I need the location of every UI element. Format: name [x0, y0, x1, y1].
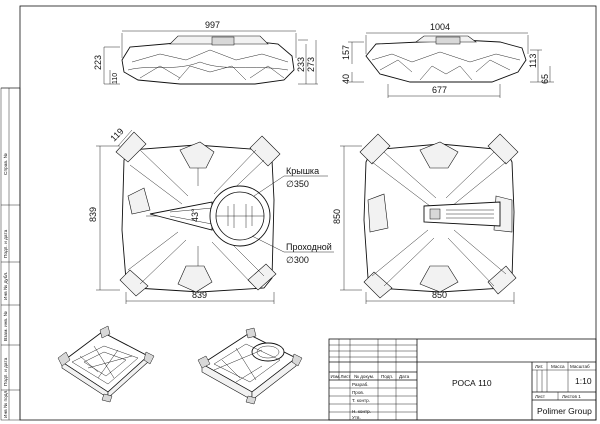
- tb-row-nkontr: Н. контр.: [352, 409, 371, 414]
- tb-row-tkontr: Т. контр.: [352, 398, 370, 403]
- product-name: РОСА 110: [452, 378, 492, 388]
- stamp-inv-dubl: Инв № дубл.: [3, 272, 9, 300]
- bottom-view: 850 850: [332, 133, 519, 304]
- dim-front-height-left: 223: [93, 55, 103, 70]
- tb-row-utv: Утв.: [352, 415, 361, 420]
- dim-top-height: 839: [88, 207, 98, 222]
- tb-hdr-massa: Масса: [551, 364, 565, 369]
- manhole-diameter: ∅300: [286, 255, 309, 265]
- tb-hdr-lit: Лит.: [535, 364, 544, 369]
- isometric-view-2: [197, 327, 303, 405]
- stamp-podp-data-1: Подп. и дата: [3, 229, 9, 258]
- side-stamp: Справ. № Подп. и дата Инв № дубл. Взам. …: [0, 87, 21, 421]
- tb-col-podp: Подп.: [381, 374, 393, 379]
- dim-bottom-height: 850: [332, 209, 342, 224]
- tb-col-list: Лист: [341, 374, 352, 379]
- stamp-inv-podl: Инв № подл.: [3, 389, 9, 418]
- lid-diameter: ∅350: [286, 179, 309, 189]
- tb-col-izm: Изм.: [331, 374, 341, 379]
- dim-front-height-right1: 233: [296, 57, 306, 72]
- dim-bottom-width: 850: [432, 290, 447, 300]
- dim-top-side: 119: [108, 126, 125, 143]
- dim-side-height-right2: 65: [540, 74, 550, 84]
- isometric-view-1: [57, 325, 155, 403]
- title-block: Изм. Лист № докум. Подп. Дата Разраб. Пр…: [328, 338, 597, 421]
- manhole-label: Проходной: [286, 242, 332, 252]
- tb-sheets-label: Листов 1: [562, 394, 581, 399]
- top-view: 43° 839 839 119 Крышка ∅350 Проходной ∅3…: [88, 126, 334, 304]
- angle-label: 43°: [190, 208, 200, 222]
- tb-col-doc: № докум.: [354, 374, 374, 379]
- lid-label: Крышка: [286, 166, 319, 176]
- dim-front-base-left: 110: [112, 73, 119, 84]
- dim-side-inner-width: 677: [432, 85, 447, 95]
- tb-row-razrab: Разраб.: [352, 382, 369, 387]
- stamp-vzam-inv: Взам. инв. №: [3, 311, 9, 341]
- side-view: 1004 157 40 113 65 677: [341, 22, 554, 98]
- dim-side-width: 1004: [430, 22, 450, 32]
- dim-side-height-left: 157: [341, 45, 351, 60]
- tb-row-prov: Пров.: [352, 390, 364, 395]
- dim-front-width: 997: [205, 20, 220, 30]
- tb-hdr-masshtab: Масштаб: [570, 364, 590, 369]
- dim-side-height-right1: 113: [528, 54, 538, 68]
- stamp-sprav: Справ. №: [3, 153, 9, 175]
- dim-top-width: 839: [192, 290, 207, 300]
- tb-col-data: Дата: [399, 374, 410, 379]
- tb-sheet-label: Лист: [535, 394, 546, 399]
- stamp-podp-data-2: Подп. и дата: [3, 357, 9, 386]
- company-name: Polimer Group: [537, 406, 592, 416]
- dim-front-height-right2: 273: [306, 57, 316, 72]
- scale-value: 1:10: [575, 376, 592, 386]
- front-view: 997 223 110 233 273: [93, 20, 318, 85]
- dim-side-base-left: 40: [341, 74, 351, 84]
